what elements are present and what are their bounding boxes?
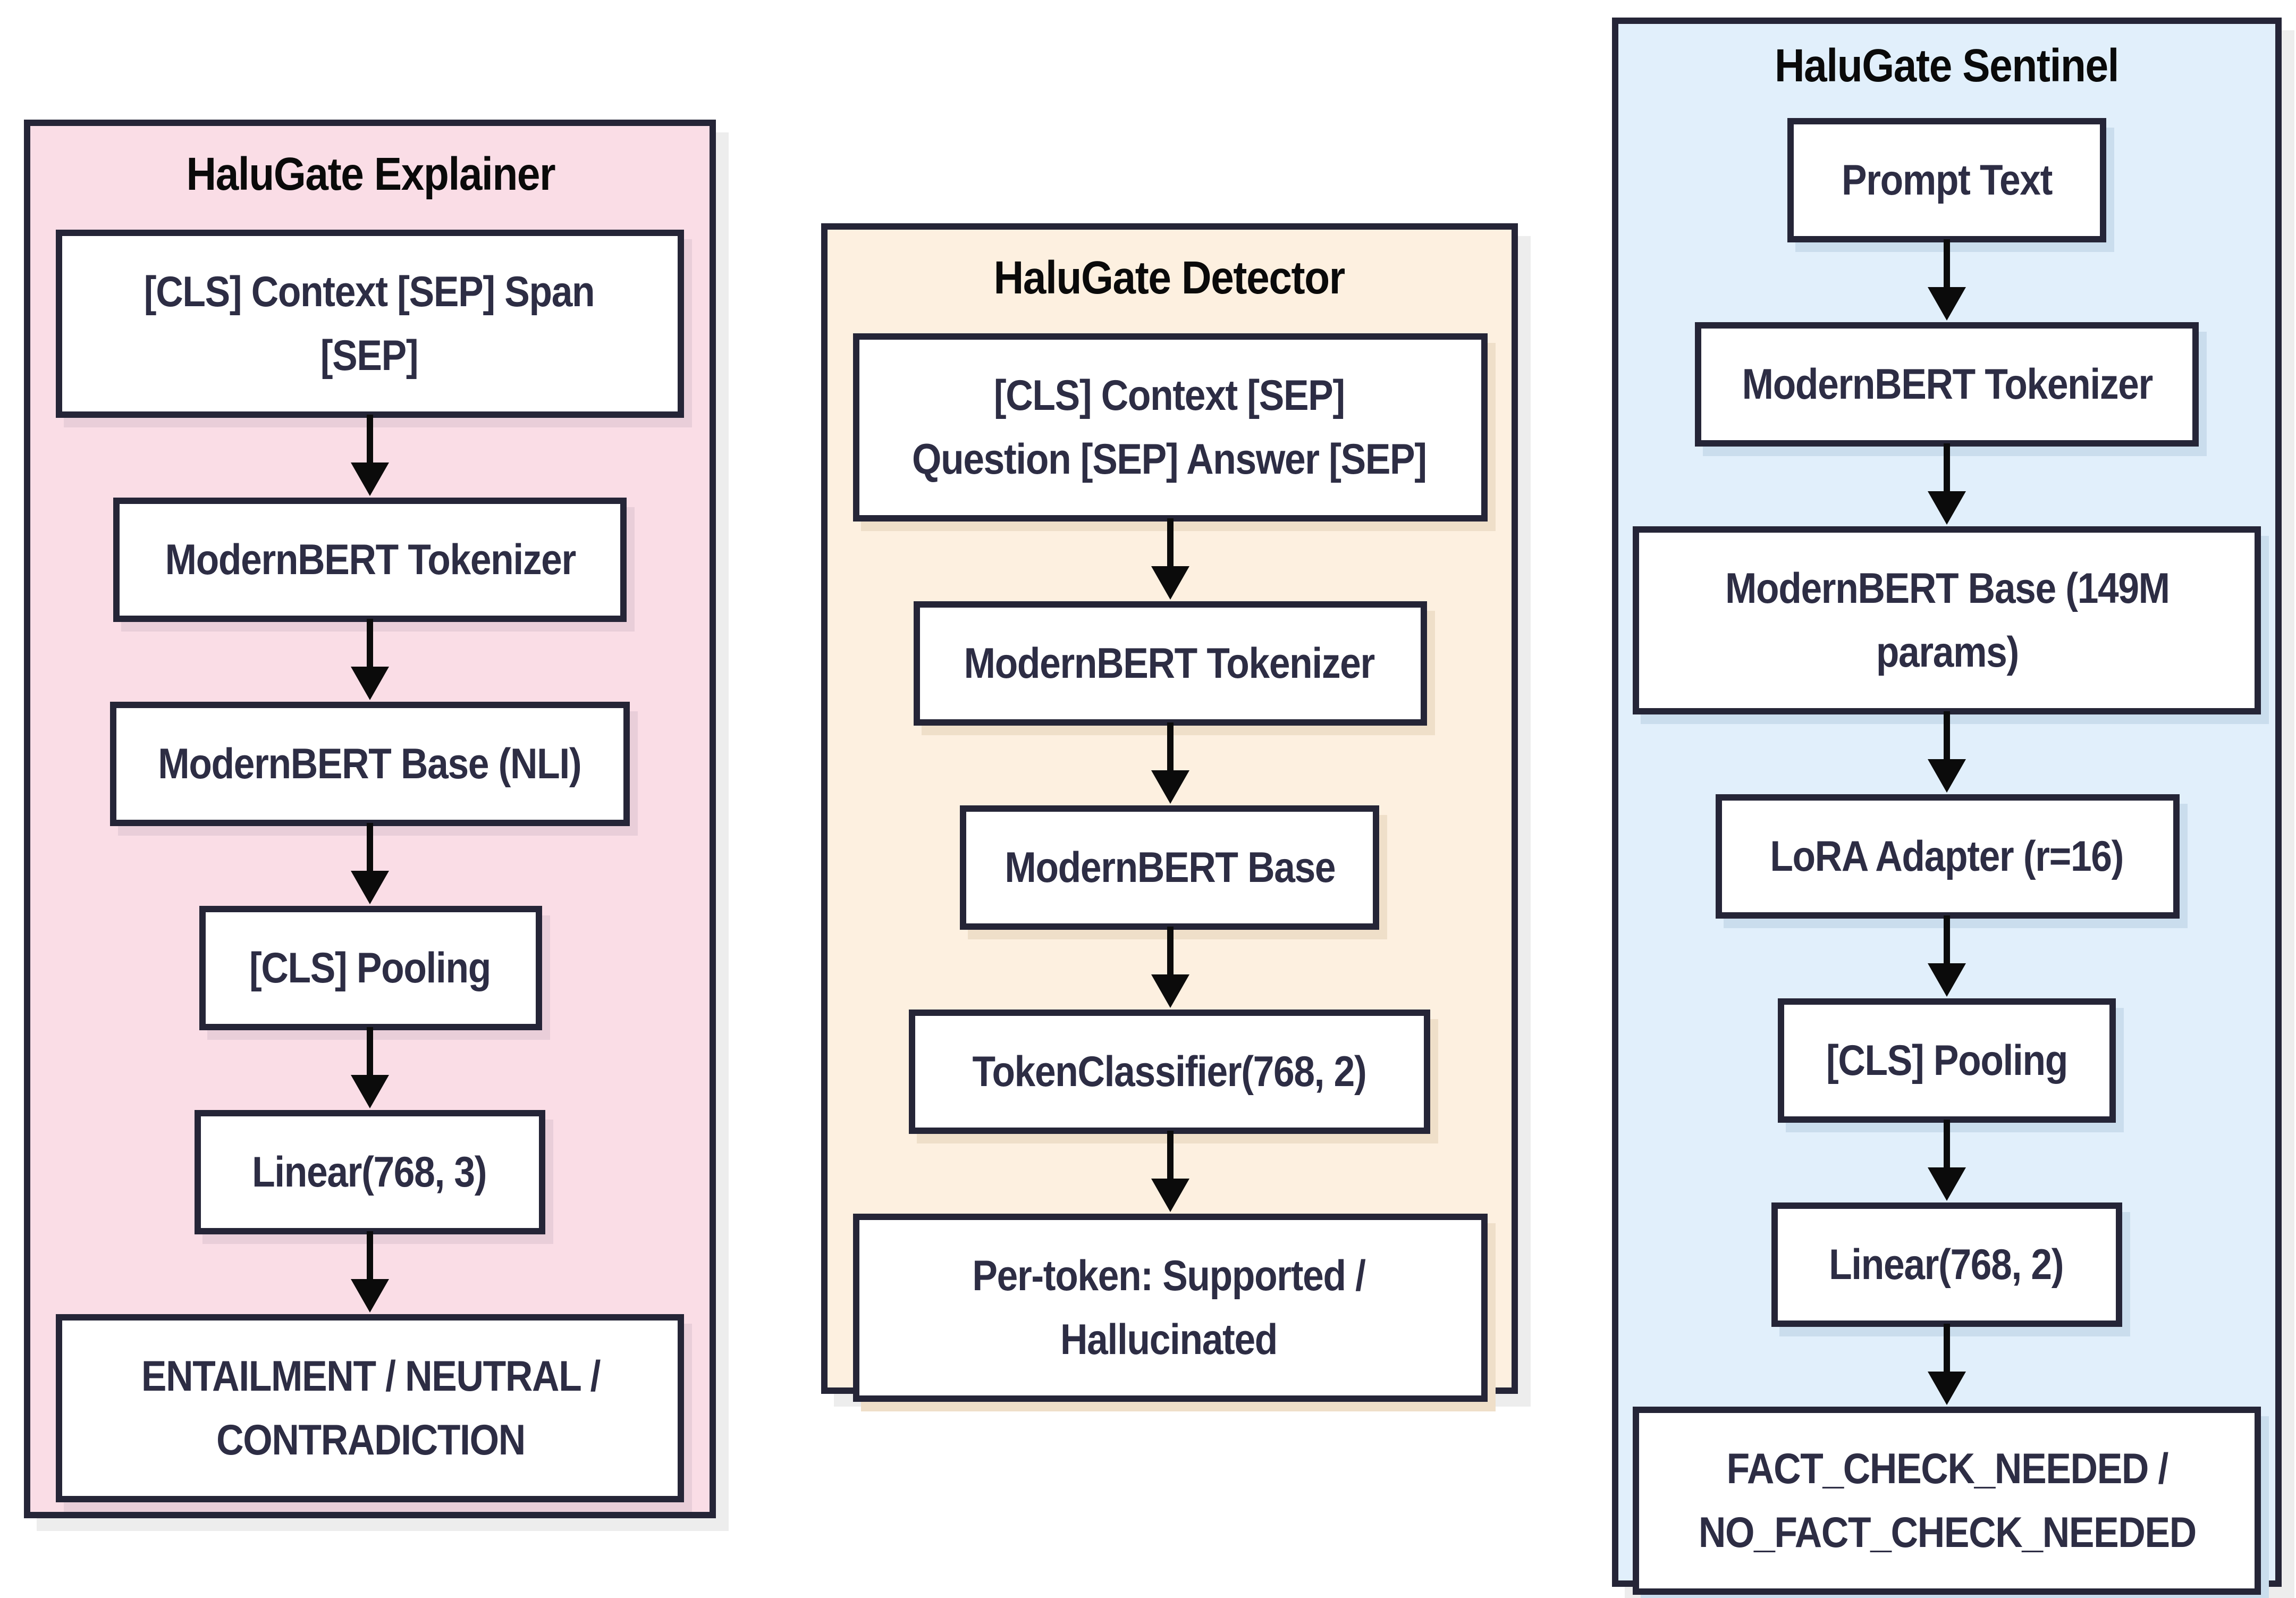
arrow-down-icon — [1924, 714, 1969, 794]
arrow-down-icon — [348, 826, 392, 906]
node-explainer-base-nli: ModernBERT Base (NLI) — [110, 702, 630, 826]
node-explainer-tokenizer: ModernBERT Tokenizer — [113, 498, 627, 622]
panel-title-explainer: HaluGate Explainer — [185, 150, 555, 201]
arrow-down-icon — [1924, 447, 1969, 526]
node-sentinel-base: ModernBERT Base (149M params) — [1633, 526, 2261, 714]
node-detector-base: ModernBERT Base — [960, 805, 1379, 930]
node-detector-output: Per-token: Supported / Hallucinated — [852, 1214, 1487, 1402]
node-explainer-linear: Linear(768, 3) — [195, 1110, 545, 1234]
arrow-down-icon — [348, 622, 392, 702]
arrow-down-icon — [1924, 242, 1969, 322]
node-sentinel-linear: Linear(768, 2) — [1771, 1202, 2122, 1327]
node-detector-input: [CLS] Context [SEP] Question [SEP] Answe… — [852, 333, 1487, 522]
node-explainer-cls-pooling: [CLS] Pooling — [198, 906, 542, 1030]
panel-title-sentinel: HaluGate Sentinel — [1775, 41, 2119, 92]
node-detector-tokenizer: ModernBERT Tokenizer — [913, 601, 1426, 726]
arrow-down-icon — [1147, 726, 1192, 805]
arrow-down-icon — [1147, 1134, 1192, 1214]
node-sentinel-lora: LoRA Adapter (r=16) — [1715, 794, 2179, 919]
panel-halugate-sentinel: HaluGate Sentinel Prompt Text ModernBERT… — [1612, 18, 2282, 1595]
arrow-down-icon — [348, 1030, 392, 1110]
arrow-down-icon — [348, 1234, 392, 1314]
node-explainer-output: ENTAILMENT / NEUTRAL / CONTRADICTION — [56, 1314, 684, 1502]
node-explainer-input: [CLS] Context [SEP] Span [SEP] — [56, 230, 684, 418]
node-sentinel-cls-pooling: [CLS] Pooling — [1778, 998, 2116, 1123]
node-sentinel-output: FACT_CHECK_NEEDED / NO_FACT_CHECK_NEEDED — [1633, 1407, 2261, 1595]
panel-halugate-explainer: HaluGate Explainer [CLS] Context [SEP] S… — [24, 120, 716, 1518]
panel-title-detector: HaluGate Detector — [994, 254, 1346, 305]
arrow-down-icon — [1147, 930, 1192, 1010]
arrow-down-icon — [348, 418, 392, 498]
arrow-down-icon — [1924, 1327, 1969, 1407]
panel-halugate-detector: HaluGate Detector [CLS] Context [SEP] Qu… — [821, 223, 1518, 1402]
arrow-down-icon — [1147, 522, 1192, 601]
arrow-down-icon — [1924, 1123, 1969, 1202]
node-detector-token-classifier: TokenClassifier(768, 2) — [909, 1010, 1430, 1134]
node-sentinel-input: Prompt Text — [1787, 118, 2106, 242]
arrow-down-icon — [1924, 919, 1969, 998]
node-sentinel-tokenizer: ModernBERT Tokenizer — [1695, 322, 2199, 447]
